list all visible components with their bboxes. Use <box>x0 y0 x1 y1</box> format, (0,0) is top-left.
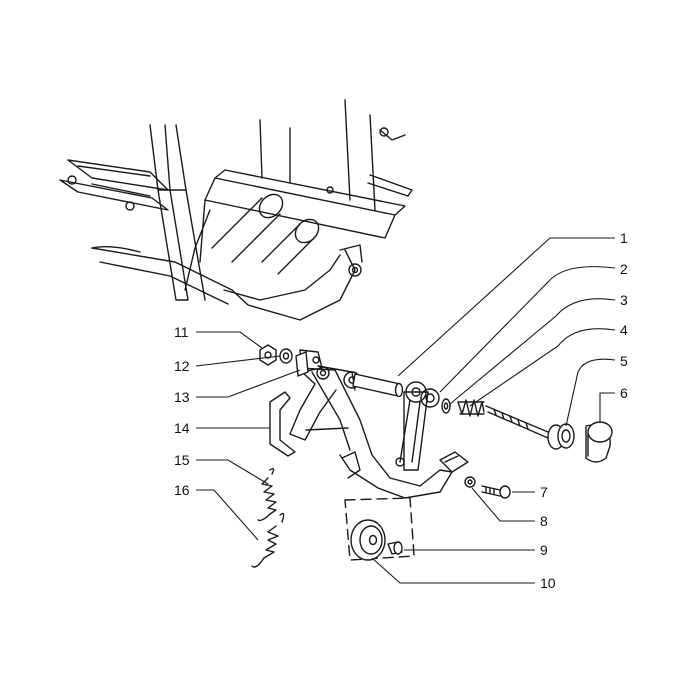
callout-numbers: 1 2 3 4 5 6 7 8 9 10 11 12 13 14 15 16 <box>174 230 628 591</box>
callout-4: 4 <box>620 322 628 338</box>
washer-3 <box>441 398 451 414</box>
callout-5: 5 <box>620 353 628 369</box>
callout-14: 14 <box>174 420 190 436</box>
callout-15: 15 <box>174 452 190 468</box>
callout-7: 7 <box>540 484 548 500</box>
detail-inset <box>344 497 415 561</box>
callout-8: 8 <box>540 513 548 529</box>
callout-10: 10 <box>540 575 556 591</box>
callout-9: 9 <box>540 542 548 558</box>
screw-and-washer <box>464 476 511 499</box>
callout-11: 11 <box>174 324 189 340</box>
return-spring-16 <box>251 512 285 568</box>
callout-6: 6 <box>620 385 628 401</box>
compression-spring <box>457 399 485 417</box>
callout-1: 1 <box>620 230 628 246</box>
callout-13: 13 <box>174 389 190 405</box>
callout-12: 12 <box>174 358 190 374</box>
long-bolt <box>485 405 575 450</box>
return-spring-15 <box>257 467 277 522</box>
pivot-pin <box>352 373 404 398</box>
callout-16: 16 <box>174 482 190 498</box>
leader-lines <box>195 237 616 584</box>
nut-washer-clip <box>259 344 309 377</box>
callout-2: 2 <box>620 261 628 277</box>
rubber-cap <box>585 421 613 463</box>
frame-assembly <box>59 99 413 321</box>
callout-3: 3 <box>620 292 628 308</box>
